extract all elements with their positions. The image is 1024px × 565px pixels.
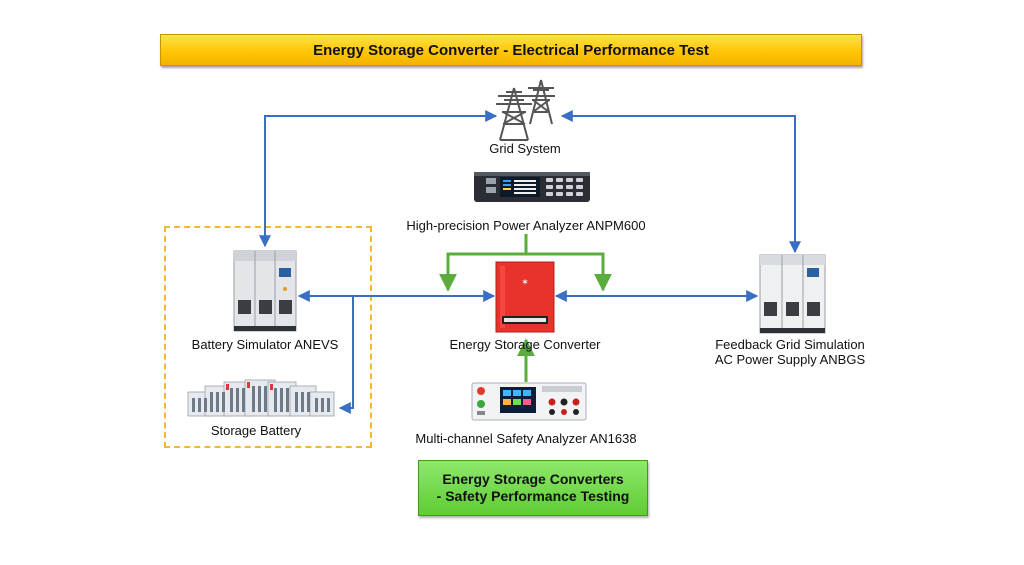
grid-system-label: Grid System xyxy=(489,141,561,156)
converter-label: Energy Storage Converter xyxy=(449,337,601,352)
title-banner: Energy Storage Converter - Electrical Pe… xyxy=(160,34,862,66)
storage-battery-label: Storage Battery xyxy=(210,423,302,438)
arrow-grid-to-battery-simulator xyxy=(259,110,498,248)
battery-simulator-cabinet-icon xyxy=(233,250,297,332)
safety-analyzer-icon xyxy=(471,382,587,421)
arrow-analyzer-left-probe xyxy=(439,252,526,292)
svg-text:✶: ✶ xyxy=(521,277,529,287)
safety-testing-line2: - Safety Performance Testing xyxy=(436,488,630,504)
arrow-analyzer-right-probe xyxy=(526,252,612,292)
arrow-grid-to-grid-simulator xyxy=(560,110,801,254)
grid-simulator-label-line2: AC Power Supply ANBGS xyxy=(714,352,866,367)
safety-testing-line1: Energy Storage Converters xyxy=(442,471,624,487)
grid-simulation-cabinet-icon xyxy=(759,254,826,334)
energy-storage-converter-icon: ✶ xyxy=(495,261,555,333)
storage-battery-rack-icon xyxy=(187,379,335,417)
safety-testing-box: Energy Storage Converters - Safety Perfo… xyxy=(418,460,648,516)
blue-connections xyxy=(259,110,801,414)
battery-simulator-label: Battery Simulator ANEVS xyxy=(191,337,339,352)
transmission-tower-icon xyxy=(496,79,555,141)
power-analyzer-label: High-precision Power Analyzer ANPM600 xyxy=(406,218,646,233)
power-analyzer-icon xyxy=(474,172,590,202)
arrow-battery-simulator-to-storage-battery xyxy=(299,295,354,414)
grid-simulator-label-line1: Feedback Grid Simulation xyxy=(715,337,865,352)
title-text: Energy Storage Converter - Electrical Pe… xyxy=(313,41,709,59)
green-connections xyxy=(439,234,612,382)
safety-analyzer-label: Multi-channel Safety Analyzer AN1638 xyxy=(415,431,637,446)
